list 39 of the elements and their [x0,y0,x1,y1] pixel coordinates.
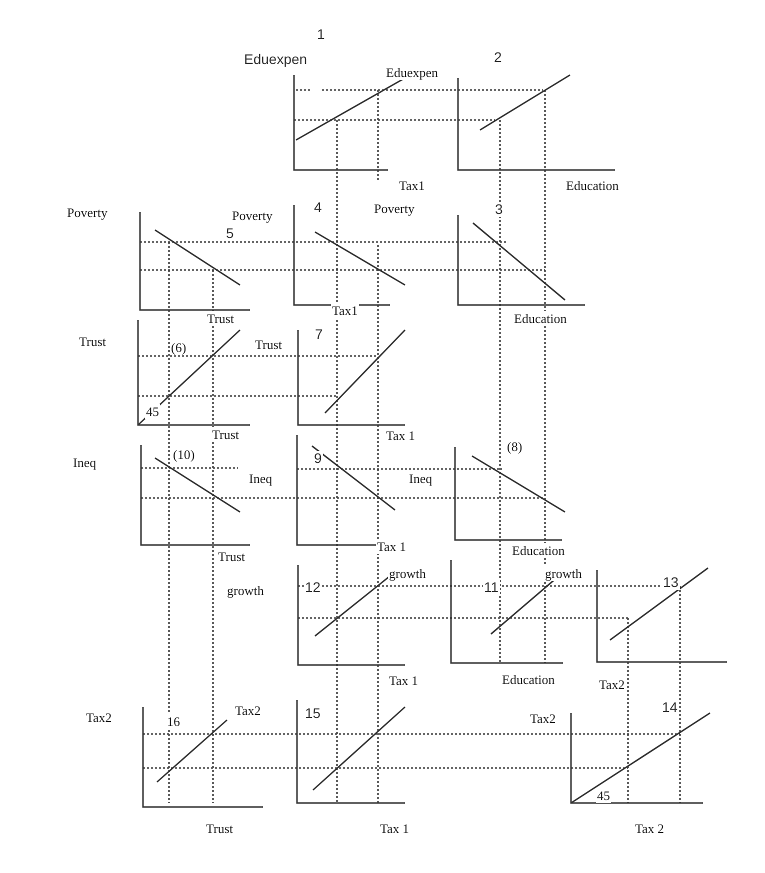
axis-label: Tax 1 [385,428,416,443]
axis-label: Tax2 [85,710,113,725]
panel-number: 1 [316,27,326,42]
axis-label: Trust [206,311,235,326]
axis-label: Tax2 [234,703,262,718]
panel-number: 12 [304,580,322,595]
axis-label: Education [511,543,566,558]
panel-number: 5 [225,226,235,241]
panel-number: 11 [483,580,500,595]
axis-label: (8) [506,439,524,454]
panel-number: 13 [662,575,680,590]
axis-label: Tax 2 [634,821,666,836]
axis-label: growth [226,583,265,598]
axis-label: growth [388,566,427,581]
panel-number: 2 [493,50,503,65]
axis-label: Eduexpen [243,52,308,67]
axis-label: Education [513,311,568,326]
panel-number: 4 [313,200,323,215]
axis-label: (6) [170,340,188,355]
axis-label: Tax1 [398,178,426,193]
axis-label: Tax2 [598,677,626,692]
panel-number: 14 [661,700,679,715]
axis-label: Trust [211,427,240,442]
axis-label: Education [501,672,556,687]
axis-label: Tax 1 [379,821,410,836]
axis-label: (10) [172,447,196,462]
axis-label: growth [544,566,583,581]
panel-number: 15 [304,706,322,721]
panel-number: 9 [313,451,323,466]
panel-number: 3 [494,202,504,217]
panel-number: 7 [314,327,324,342]
axis-label: 45 [145,404,160,419]
axis-label: Eduexpen [385,65,439,80]
axis-label: Tax 1 [376,539,408,554]
axis-label: 16 [166,714,181,729]
axis-label: Tax1 [331,303,359,318]
axis-label: Tax 1 [388,673,420,688]
axis-label: Tax2 [529,711,557,726]
axis-label: Education [565,178,620,193]
